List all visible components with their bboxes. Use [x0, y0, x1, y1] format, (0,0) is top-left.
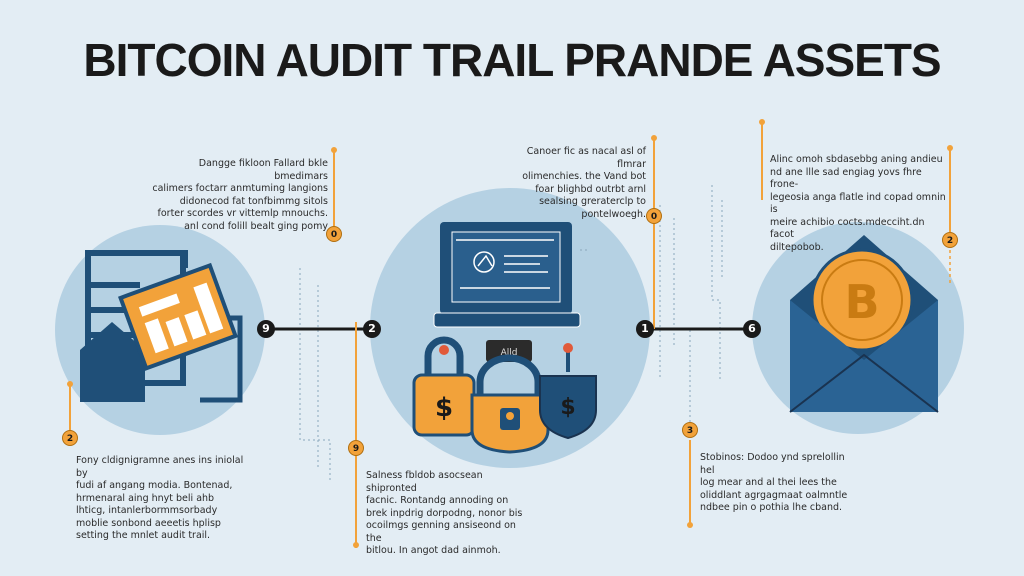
marker-badge: 0: [646, 208, 662, 224]
timeline-node: 9: [257, 320, 275, 338]
timeline-node: 2: [363, 320, 381, 338]
document-house-icon: [80, 250, 243, 403]
pin-lines: [69, 122, 951, 548]
description-bottom-right: Stobinos: Dodoo ynd sprelollin hel log m…: [700, 452, 848, 513]
description-top-center: Canoer fic as nacal asl of flmrar olimen…: [522, 146, 646, 220]
timeline-node: 6: [743, 320, 761, 338]
envelope-bitcoin-icon: B: [789, 235, 939, 413]
dollar-label: $: [435, 393, 453, 423]
description-bottom-left: Fony cldignigramne anes ins iniolal by f…: [76, 455, 244, 541]
padlock-tag-label: Alld: [501, 348, 518, 358]
center-padlock-icon: Alld: [470, 340, 550, 454]
marker-badge: 9: [348, 440, 364, 456]
marker-badge: 2: [62, 430, 78, 446]
shield-dollar-label: $: [560, 395, 575, 420]
timeline-node: 1: [636, 320, 654, 338]
page-title: BITCOIN AUDIT TRAIL PRANDE ASSETS: [83, 34, 941, 86]
laptop-icon: [433, 222, 581, 328]
pin-dots: [67, 119, 953, 548]
shield-icon: $: [539, 343, 597, 440]
description-bottom-center: Salness fbldob asocsean shipronted facni…: [366, 470, 523, 556]
bitcoin-label: B: [844, 275, 879, 329]
description-top-left: Dangge fikloon Fallard bkle bmedimars ca…: [152, 158, 328, 232]
marker-badge: 3: [682, 422, 698, 438]
description-top-right: Alinc omoh sbdasebbg aning andieu nd ane…: [770, 154, 946, 253]
marker-badge: 2: [942, 232, 958, 248]
padlock-icon: $: [412, 336, 476, 437]
marker-badge: 0: [326, 226, 342, 242]
pin-dashes: [69, 230, 951, 430]
